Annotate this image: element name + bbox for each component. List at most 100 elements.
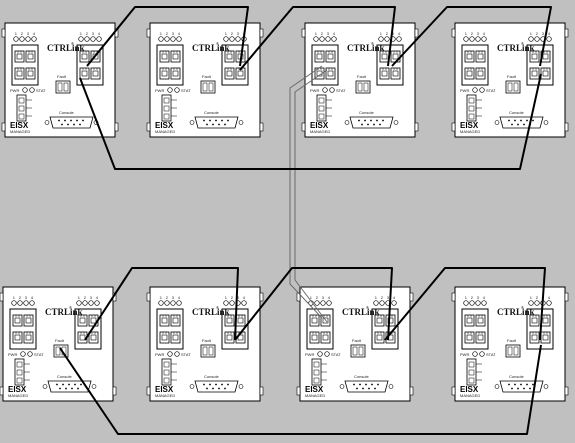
rj45-port bbox=[90, 67, 101, 80]
link-led bbox=[325, 36, 331, 42]
rj45-port bbox=[309, 331, 320, 344]
console-port bbox=[344, 116, 399, 129]
mount-ear bbox=[259, 122, 264, 132]
stat-led bbox=[174, 87, 180, 93]
model-label: EISX bbox=[310, 121, 329, 130]
fault-label: Fault bbox=[202, 74, 212, 79]
port-number: 3 bbox=[237, 295, 240, 300]
brand-logo: CTRLink bbox=[342, 307, 380, 317]
registered-mark: ® bbox=[71, 41, 74, 46]
fault-relay bbox=[200, 344, 216, 358]
mode-label: MANAGED bbox=[10, 129, 30, 134]
rj45-port bbox=[529, 50, 540, 63]
pwr-label: PWR bbox=[305, 352, 314, 357]
console-label: Console bbox=[57, 374, 72, 379]
ethernet-cable bbox=[59, 344, 542, 435]
rj45-port bbox=[374, 331, 385, 344]
mount-ear bbox=[259, 292, 264, 302]
link-led bbox=[176, 36, 182, 42]
rj45-port bbox=[23, 331, 34, 344]
model-label: EISX bbox=[305, 385, 324, 394]
model-label: EISX bbox=[8, 385, 27, 394]
pwr-led bbox=[472, 351, 478, 357]
link-led bbox=[475, 36, 481, 42]
rj45-port bbox=[170, 314, 181, 327]
link-led bbox=[469, 300, 475, 306]
mount-ear bbox=[414, 28, 419, 38]
power-terminal bbox=[161, 358, 177, 386]
pwr-led bbox=[322, 87, 328, 93]
console-port bbox=[189, 380, 244, 393]
screw-icon bbox=[238, 384, 244, 389]
mount-ear bbox=[564, 28, 569, 38]
console-label: Console bbox=[59, 110, 74, 115]
link-led bbox=[158, 300, 164, 306]
pwr-led bbox=[167, 351, 173, 357]
port-number: 2 bbox=[536, 31, 539, 36]
fault-relay bbox=[55, 80, 71, 94]
fault-relay bbox=[505, 344, 521, 358]
pwr-label: PWR bbox=[8, 352, 17, 357]
fault-label: Fault bbox=[507, 74, 517, 79]
port-number: 1 bbox=[465, 31, 468, 36]
copper-links bbox=[59, 6, 552, 435]
port-number: 2 bbox=[84, 295, 87, 300]
port-number: 1 bbox=[225, 31, 228, 36]
registered-mark: ® bbox=[521, 41, 524, 46]
port-number: 4 bbox=[243, 295, 246, 300]
port-number: 2 bbox=[321, 31, 324, 36]
mount-ear bbox=[409, 292, 414, 302]
power-terminal bbox=[466, 94, 482, 122]
link-led bbox=[320, 300, 326, 306]
rj45-port bbox=[159, 331, 170, 344]
fault-label: Fault bbox=[55, 338, 65, 343]
screw-icon bbox=[42, 384, 48, 389]
port-number: 2 bbox=[166, 31, 169, 36]
mount-ear bbox=[296, 386, 301, 396]
stat-label: STAT bbox=[486, 352, 496, 357]
fault-label: Fault bbox=[202, 338, 212, 343]
link-led bbox=[176, 300, 182, 306]
port-number: 2 bbox=[316, 295, 319, 300]
rj45-port bbox=[529, 331, 540, 344]
port-number: 1 bbox=[78, 295, 81, 300]
rj45-port bbox=[79, 67, 90, 80]
pwr-led bbox=[472, 87, 478, 93]
screw-icon bbox=[344, 120, 350, 125]
stat-led bbox=[27, 351, 33, 357]
rj45-port bbox=[464, 314, 475, 327]
mount-ear bbox=[0, 386, 4, 396]
port-number: 2 bbox=[471, 31, 474, 36]
port-number: 1 bbox=[160, 295, 163, 300]
port-number: 2 bbox=[166, 295, 169, 300]
ethernet-cable bbox=[84, 267, 239, 341]
port-number: 4 bbox=[33, 31, 36, 36]
rj45-port bbox=[14, 67, 25, 80]
stat-led bbox=[479, 87, 485, 93]
rj45-port bbox=[390, 67, 401, 80]
rj45-port bbox=[540, 67, 551, 80]
registered-mark: ® bbox=[69, 305, 72, 310]
link-led bbox=[78, 36, 84, 42]
pwr-label: PWR bbox=[155, 88, 164, 93]
power-terminal bbox=[466, 358, 482, 386]
mount-ear bbox=[0, 292, 4, 302]
pwr-label: PWR bbox=[460, 88, 469, 93]
link-led bbox=[31, 36, 37, 42]
mode-label: MANAGED bbox=[305, 393, 325, 398]
port-number: 1 bbox=[80, 31, 83, 36]
mount-ear bbox=[451, 292, 456, 302]
stat-label: STAT bbox=[336, 88, 346, 93]
rj45-port bbox=[159, 50, 170, 63]
link-led bbox=[481, 36, 487, 42]
rj45-port bbox=[464, 331, 475, 344]
port-number: 2 bbox=[231, 295, 234, 300]
